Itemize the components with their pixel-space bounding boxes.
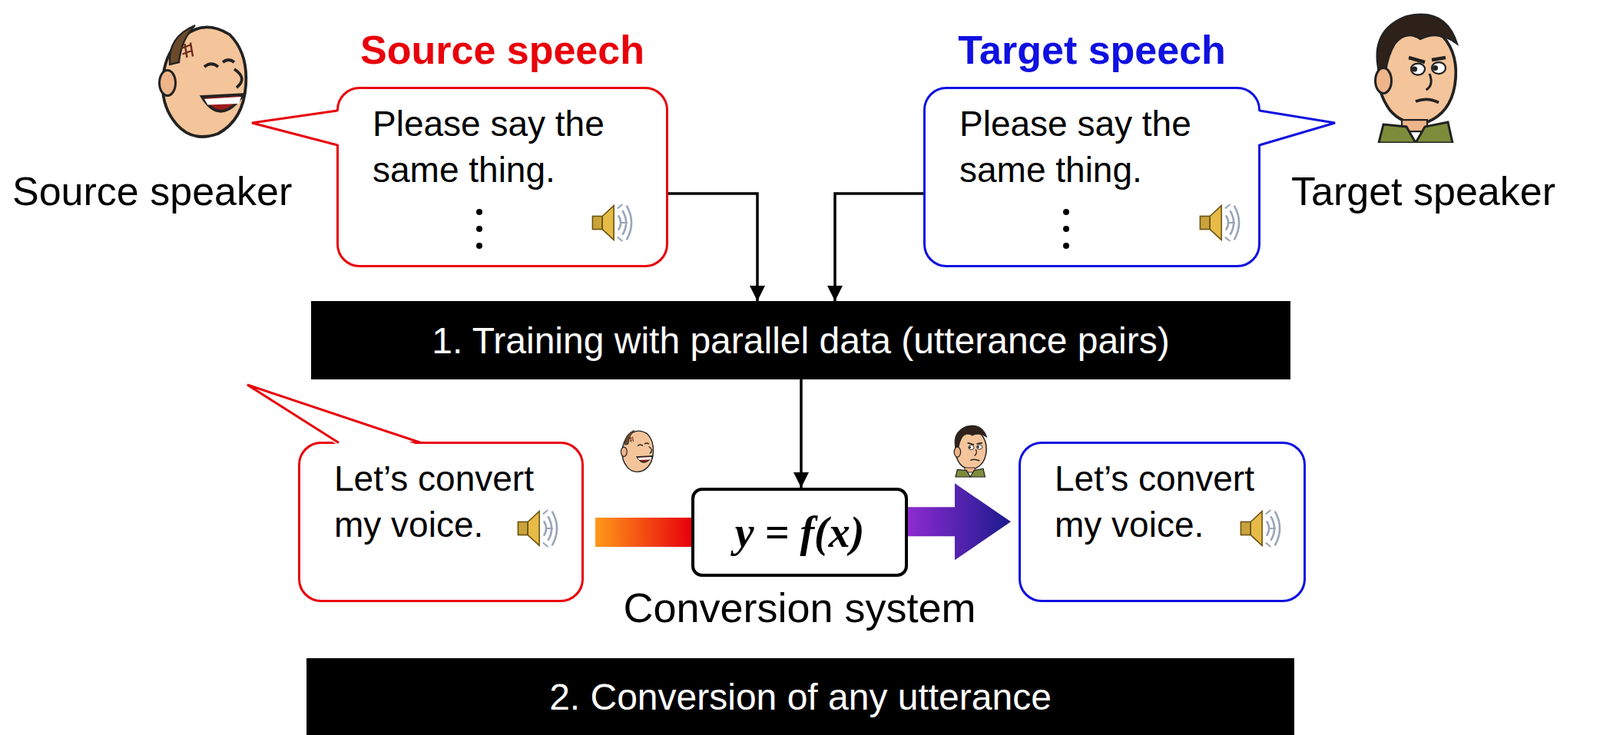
connector-arrow bbox=[834, 193, 924, 302]
speech-bubble: Let’s convert my voice. bbox=[298, 441, 584, 603]
node-text: 2. Conversion of any utterance bbox=[549, 675, 1052, 719]
speaker-icon bbox=[592, 205, 632, 242]
speaker-icon bbox=[517, 510, 557, 547]
bubble-tail-line bbox=[1259, 110, 1336, 146]
bubble-tail-line bbox=[251, 110, 338, 146]
node-text: Let’s convert my voice. bbox=[334, 456, 567, 549]
speech-heading: Target speech bbox=[833, 26, 1351, 74]
node-text: Let’s convert my voice. bbox=[1054, 456, 1289, 549]
node-text: 1. Training with parallel data (utteranc… bbox=[431, 319, 1170, 362]
flow-arrow bbox=[907, 483, 1011, 560]
node-text: Please say the same thing. bbox=[959, 101, 1243, 194]
bubble-tail bbox=[300, 443, 302, 445]
bubble-tail-line bbox=[247, 384, 421, 444]
bubble-tail-fill bbox=[251, 110, 342, 146]
formula-text: y = f(x) bbox=[735, 507, 865, 557]
target-speaker-face bbox=[1375, 14, 1458, 143]
connector-arrow bbox=[799, 379, 803, 488]
box-caption: Conversion system bbox=[571, 583, 1028, 633]
vertical-ellipsis bbox=[1063, 208, 1070, 249]
speaker-icon bbox=[1199, 205, 1239, 242]
bubble-tail-fill bbox=[247, 384, 421, 447]
speaker-label: Target speaker bbox=[1291, 167, 1556, 216]
conversion-box: y = f(x)Conversion system bbox=[691, 487, 908, 577]
connector-arrow bbox=[668, 193, 758, 302]
bubble-tail bbox=[925, 89, 927, 90]
source-speaker-face bbox=[159, 25, 247, 137]
speech-bubble: Let’s convert my voice. bbox=[1018, 441, 1306, 603]
target-speaker-face-small bbox=[954, 425, 988, 478]
speech-bubble: Source speechPlease say the same thing. bbox=[336, 86, 669, 268]
speaker-label: Source speaker bbox=[12, 167, 292, 216]
source-speaker-face-small bbox=[620, 430, 653, 472]
flow-arrow bbox=[595, 517, 692, 547]
process-bar: 1. Training with parallel data (utteranc… bbox=[311, 301, 1291, 380]
speech-heading: Source speech bbox=[246, 26, 759, 74]
speech-bubble: Target speechPlease say the same thing. bbox=[923, 86, 1261, 268]
vertical-ellipsis bbox=[476, 208, 483, 249]
bubble-tail bbox=[338, 89, 340, 90]
bubble-tail-fill bbox=[1256, 110, 1336, 146]
node-text: Please say the same thing. bbox=[372, 101, 651, 194]
speaker-icon bbox=[1240, 510, 1280, 547]
process-bar: 2. Conversion of any utterance bbox=[306, 658, 1295, 735]
